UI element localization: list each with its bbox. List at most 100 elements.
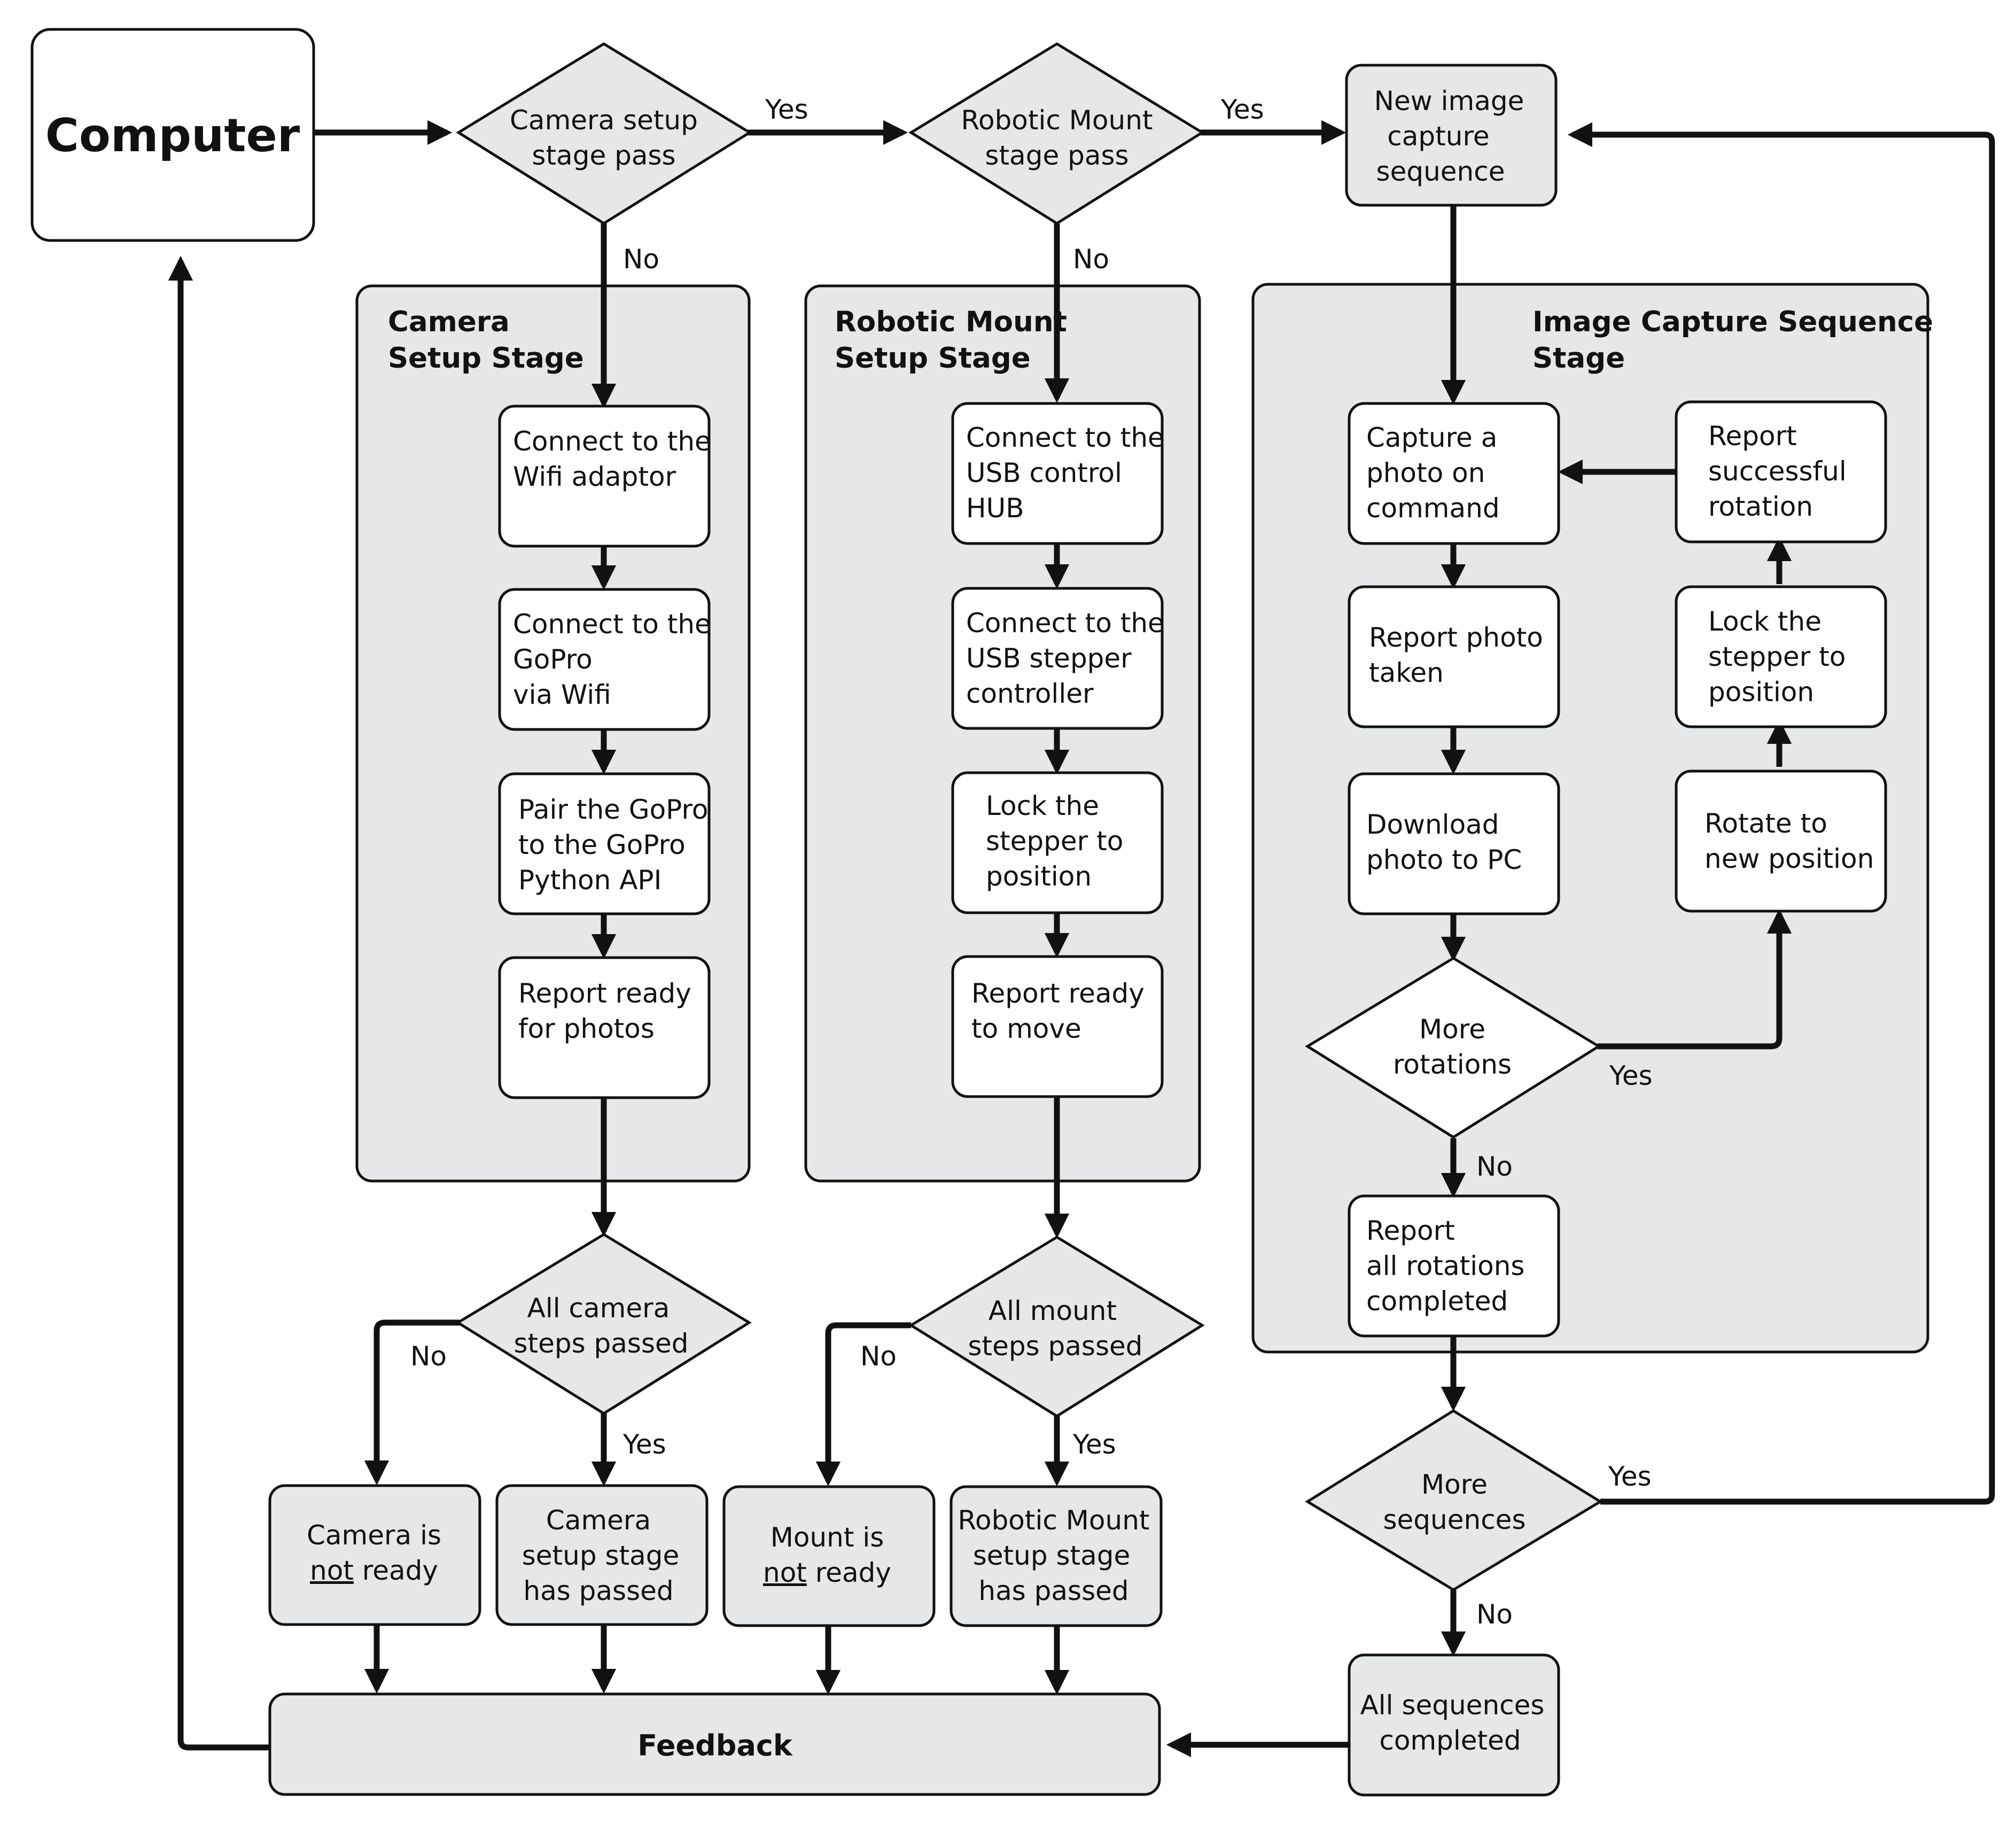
cam-passed-line1: Camera — [546, 1505, 651, 1536]
camera-stage-passed-node: Camera setup stage has passed — [495, 1484, 709, 1626]
arrow-all-mount-no — [815, 1322, 911, 1487]
camera-pair-api-node: Pair the GoPro to the GoPro Python API — [498, 772, 711, 915]
robotic-mount-pass-decision: Robotic Mount stage pass — [908, 42, 1205, 225]
cam-ready-line1: Report ready — [518, 978, 691, 1009]
branch-labels: Yes Yes No No Yes No No Yes No Yes Yes N… — [410, 94, 1653, 1630]
all-seq-line2: completed — [1379, 1725, 1521, 1756]
camera-pass-line2: stage pass — [532, 140, 675, 171]
capture-line1: Capture a — [1366, 422, 1497, 453]
report-rot-line1: Report — [1708, 421, 1797, 452]
image-stage-title-line1: Image Capture Sequence — [1532, 306, 1933, 338]
computer-label: Computer — [45, 109, 300, 162]
mount-not-ready-line1: Mount is — [770, 1522, 884, 1553]
camera-pass-line1: Camera setup — [510, 105, 698, 136]
robotic-pass-line1: Robotic Mount — [961, 105, 1153, 136]
report-all-rotations-node: Report all rotations completed — [1348, 1194, 1560, 1338]
report-photo-taken-node: Report photo taken — [1348, 585, 1560, 728]
cam-wifi-line1: Connect to the — [513, 426, 711, 457]
all-camera-steps-decision: All camera steps passed — [455, 1233, 752, 1415]
img-lock-line2: stepper to — [1708, 641, 1846, 672]
capture-photo-node: Capture a photo on command — [1348, 402, 1560, 545]
more-rotations-decision: More rotations — [1305, 957, 1601, 1139]
report-rot-line3: rotation — [1708, 491, 1813, 522]
feedback-node: Feedback — [268, 1692, 1161, 1796]
computer-node: Computer — [30, 28, 315, 242]
camera-stage-title-line1: Camera — [388, 306, 510, 338]
cam-not-word: not — [310, 1555, 354, 1586]
all-cam-line2: steps passed — [513, 1328, 688, 1359]
lock-stepper-position-node: Lock the stepper to position — [1675, 585, 1887, 728]
download-photo-node: Download photo to PC — [1348, 772, 1560, 915]
img-lock-line1: Lock the — [1708, 606, 1822, 637]
connectors — [168, 120, 1995, 1758]
robotic-pass-line2: stage pass — [985, 140, 1128, 171]
rob-stepper-line3: controller — [966, 678, 1094, 709]
arrow-more-rot-yes — [1598, 908, 1792, 1050]
cam-pair-line2: to the GoPro — [518, 829, 686, 860]
cam-pair-line1: Pair the GoPro — [518, 794, 709, 825]
robotic-lock-stepper-node: Lock the stepper to position — [951, 771, 1164, 914]
label-yes-more-rot: Yes — [1609, 1060, 1653, 1091]
rob-stepper-line1: Connect to the — [966, 608, 1164, 639]
new-seq-line3: sequence — [1376, 156, 1505, 187]
rob-passed-line2: setup stage — [973, 1540, 1131, 1571]
new-seq-line2: capture — [1387, 121, 1489, 152]
all-rot-line2: all rotations — [1366, 1250, 1524, 1281]
cam-pair-line3: Python API — [518, 865, 661, 896]
more-seq-line1: More — [1421, 1469, 1488, 1500]
rob-passed-line3: has passed — [978, 1575, 1128, 1606]
more-seq-line2: sequences — [1383, 1504, 1526, 1535]
all-mount-line1: All mount — [988, 1295, 1117, 1326]
capture-line2: photo on — [1366, 457, 1485, 488]
label-yes-all-mount: Yes — [1072, 1429, 1116, 1460]
robotic-report-ready-node: Report ready to move — [951, 955, 1164, 1098]
rob-lock-line2: stepper to — [986, 826, 1123, 857]
cam-gopro-line2: GoPro — [513, 644, 593, 675]
rob-hub-line2: USB control — [966, 457, 1122, 488]
all-sequences-completed-node: All sequences completed — [1348, 1653, 1560, 1797]
robotic-usb-stepper-node: Connect to the USB stepper controller — [951, 587, 1164, 730]
more-sequences-decision: More sequences — [1305, 1409, 1603, 1591]
rob-hub-line3: HUB — [966, 493, 1024, 524]
image-stage-title-line2: Stage — [1532, 342, 1625, 375]
rob-hub-line1: Connect to the — [966, 422, 1164, 453]
cam-not-ready-line2: not ready — [310, 1555, 438, 1586]
label-no-camera-pass: No — [623, 244, 659, 275]
all-mount-line2: steps passed — [968, 1331, 1142, 1362]
camera-gopro-wifi-node: Connect to the GoPro via Wifi — [498, 588, 711, 731]
robotic-stage-title-line1: Robotic Mount — [835, 306, 1067, 338]
report-photo-line1: Report photo — [1369, 622, 1543, 653]
cam-passed-line3: has passed — [523, 1575, 673, 1606]
robotic-stage-title-line2: Setup Stage — [835, 342, 1031, 375]
cam-gopro-line3: via Wifi — [513, 679, 611, 710]
rotate-line2: new position — [1704, 843, 1874, 874]
img-lock-line3: position — [1708, 677, 1814, 708]
label-no-more-rot: No — [1476, 1151, 1513, 1182]
camera-wifi-adaptor-node: Connect to the Wifi adaptor — [498, 405, 711, 548]
new-seq-line1: New image — [1374, 86, 1524, 116]
more-rot-line2: rotations — [1393, 1049, 1512, 1080]
feedback-label: Feedback — [637, 1729, 793, 1762]
arrow-all-camera-no — [364, 1319, 460, 1486]
new-image-capture-sequence-node: New image capture sequence — [1345, 64, 1558, 207]
cam-not-ready-line1: Camera is — [307, 1520, 441, 1551]
cam-gopro-line1: Connect to the — [513, 609, 711, 640]
label-yes-robotic-pass: Yes — [1220, 94, 1264, 125]
download-line1: Download — [1366, 809, 1499, 840]
label-no-all-mount: No — [860, 1341, 897, 1372]
all-rot-line1: Report — [1366, 1215, 1455, 1246]
report-rot-line2: successful — [1708, 456, 1847, 487]
camera-not-ready-node: Camera is not ready — [268, 1484, 481, 1626]
arrow-feedback-to-computer — [168, 255, 270, 1751]
all-mount-steps-decision: All mount steps passed — [908, 1236, 1205, 1418]
cam-passed-line2: setup stage — [522, 1540, 680, 1571]
arrow-more-seq-yes-loop — [1567, 122, 1995, 1505]
rob-stepper-line2: USB stepper — [966, 643, 1132, 674]
label-no-more-seq: No — [1476, 1599, 1513, 1630]
label-no-robotic-pass: No — [1073, 244, 1109, 275]
all-rot-line3: completed — [1366, 1286, 1508, 1317]
all-cam-line1: All camera — [527, 1293, 670, 1324]
robotic-usb-hub-node: Connect to the USB control HUB — [951, 402, 1164, 545]
label-no-all-camera: No — [410, 1341, 447, 1372]
